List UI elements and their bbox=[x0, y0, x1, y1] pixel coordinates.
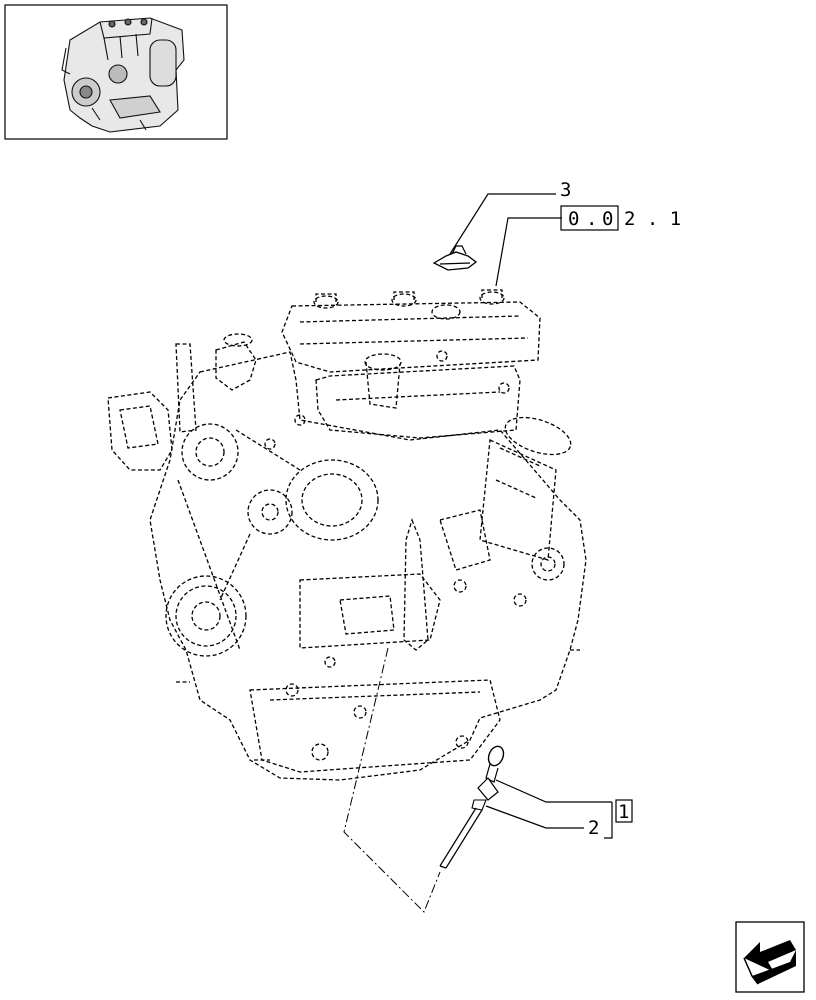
callout-3[interactable]: 3 bbox=[560, 179, 571, 201]
rocker-cover bbox=[281, 301, 541, 373]
oil-filler-cap[interactable] bbox=[432, 245, 478, 271]
reference-callout[interactable]: 0 . 0 2 . 1 bbox=[560, 205, 681, 231]
callout-2[interactable]: 2 bbox=[588, 817, 599, 839]
ref-tail: 2 . 1 bbox=[624, 208, 681, 230]
callout-box-1-label: 1 bbox=[618, 801, 629, 823]
callout-leaders bbox=[449, 193, 613, 839]
ref-box-digit-1: 0 bbox=[568, 208, 579, 230]
engine-block bbox=[107, 289, 587, 781]
oil-dipstick[interactable] bbox=[439, 744, 506, 869]
dipstick-leader-line bbox=[343, 647, 441, 913]
engine-thumbnail-icon[interactable] bbox=[4, 4, 228, 140]
callout-box-1[interactable]: 1 bbox=[615, 799, 633, 823]
ref-box-dot: . bbox=[586, 208, 597, 230]
ref-box-digit-2: 0 bbox=[602, 208, 613, 230]
next-page-arrow-icon[interactable] bbox=[735, 921, 805, 993]
